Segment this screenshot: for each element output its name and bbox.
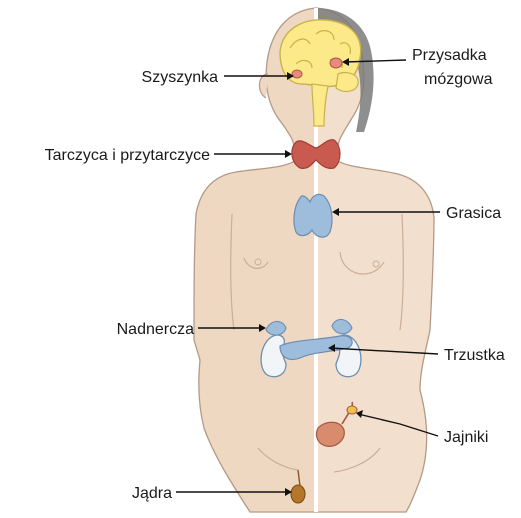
label-pineal: Szyszynka [142,69,219,86]
thymus-gland [294,194,332,237]
uterus [316,422,344,446]
leader-thyroid-arrow [285,150,292,158]
label-ovaries: Jajniki [444,429,488,446]
ear-left [259,74,268,98]
label-testes: Jądra [132,485,172,502]
cerebellum [336,72,358,91]
testis [291,485,305,503]
label-thymus: Grasica [446,205,501,222]
label-pancreas: Trzustka [444,347,505,364]
ovary [347,406,357,414]
label-pituitary-line1: Przysadka [412,47,487,64]
pineal-gland [292,70,302,78]
pituitary-gland [330,58,342,68]
label-thyroid: Tarczyca i przytarczyce [45,147,210,164]
label-pituitary-line2: mózgowa [424,71,493,88]
label-adrenal: Nadnercza [117,321,194,338]
